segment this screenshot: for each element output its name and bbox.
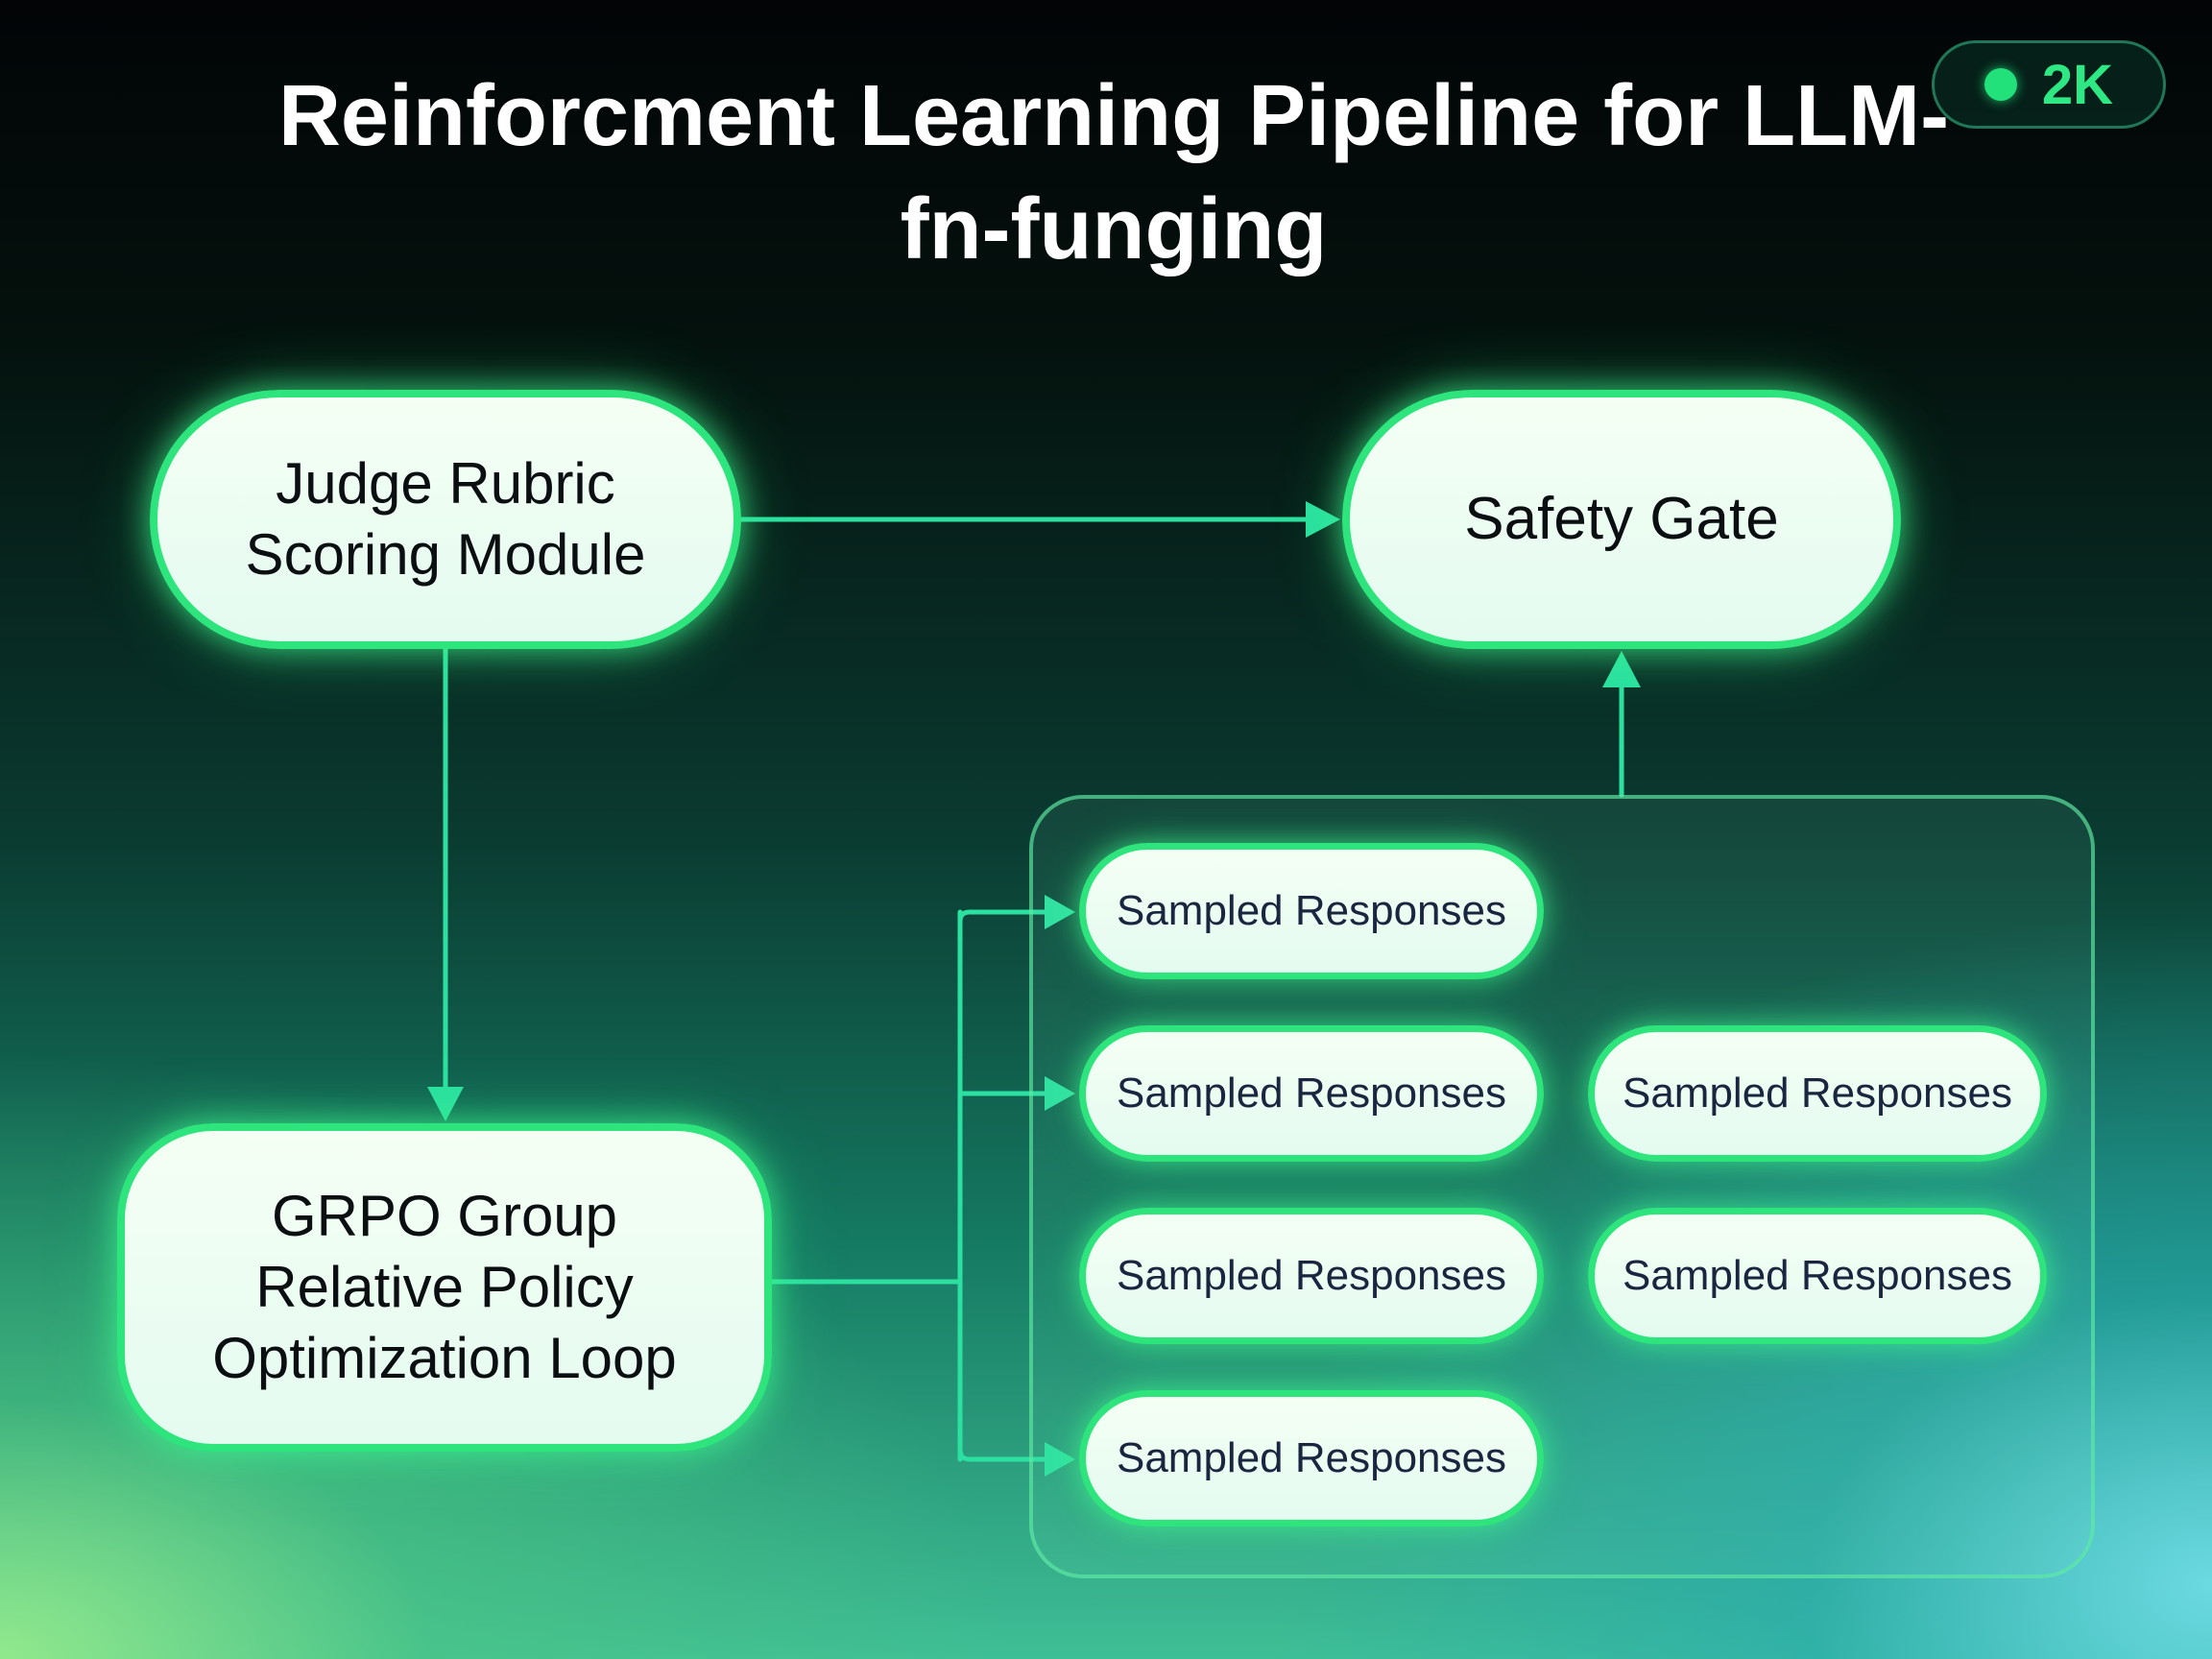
sampled-response-node[interactable]: Sampled Responses: [1079, 843, 1544, 979]
judge-rubric-node[interactable]: Judge Rubric Scoring Module: [150, 390, 741, 649]
arrowhead-resp-6: [1045, 1442, 1075, 1477]
sampled-response-label: Sampled Responses: [1116, 1434, 1506, 1481]
judge-rubric-label: Judge Rubric Scoring Module: [245, 451, 646, 587]
safety-gate-label: Safety Gate: [1464, 486, 1779, 552]
sampled-response-label: Sampled Responses: [1622, 1252, 2012, 1299]
safety-gate-node[interactable]: Safety Gate: [1342, 390, 1901, 649]
sampled-response-node[interactable]: Sampled Responses: [1588, 1025, 2047, 1162]
sampled-response-node[interactable]: Sampled Responses: [1079, 1025, 1544, 1162]
sampled-response-node[interactable]: Sampled Responses: [1079, 1208, 1544, 1344]
grpo-loop-label: GRPO Group Relative Policy Optimization …: [212, 1184, 677, 1390]
sampled-response-label: Sampled Responses: [1116, 1070, 1506, 1117]
arrowhead-grpo-top: [427, 1087, 464, 1121]
sampled-response-node[interactable]: Sampled Responses: [1079, 1390, 1544, 1527]
edge-bus-corner-top: [957, 909, 1049, 925]
sampled-response-label: Sampled Responses: [1116, 887, 1506, 934]
resolution-badge: 2K: [1932, 40, 2166, 129]
sampled-response-label: Sampled Responses: [1116, 1252, 1506, 1299]
arrowhead-safety-left: [1306, 501, 1340, 538]
sampled-response-node[interactable]: Sampled Responses: [1588, 1208, 2047, 1344]
status-dot-icon: [1984, 68, 2017, 101]
edge-bus-corner-bottom: [957, 1447, 1049, 1462]
badge-label: 2K: [2041, 53, 2114, 116]
arrowhead-resp-2: [1045, 1076, 1075, 1111]
arrowhead-resp-1: [1045, 895, 1075, 929]
diagram-title: Reinforcment Learning Pipeline for LLM-f…: [277, 68, 1950, 277]
arrowhead-safety-bottom: [1602, 651, 1641, 687]
grpo-loop-node[interactable]: GRPO Group Relative Policy Optimization …: [117, 1123, 772, 1452]
sampled-response-label: Sampled Responses: [1622, 1070, 2012, 1117]
